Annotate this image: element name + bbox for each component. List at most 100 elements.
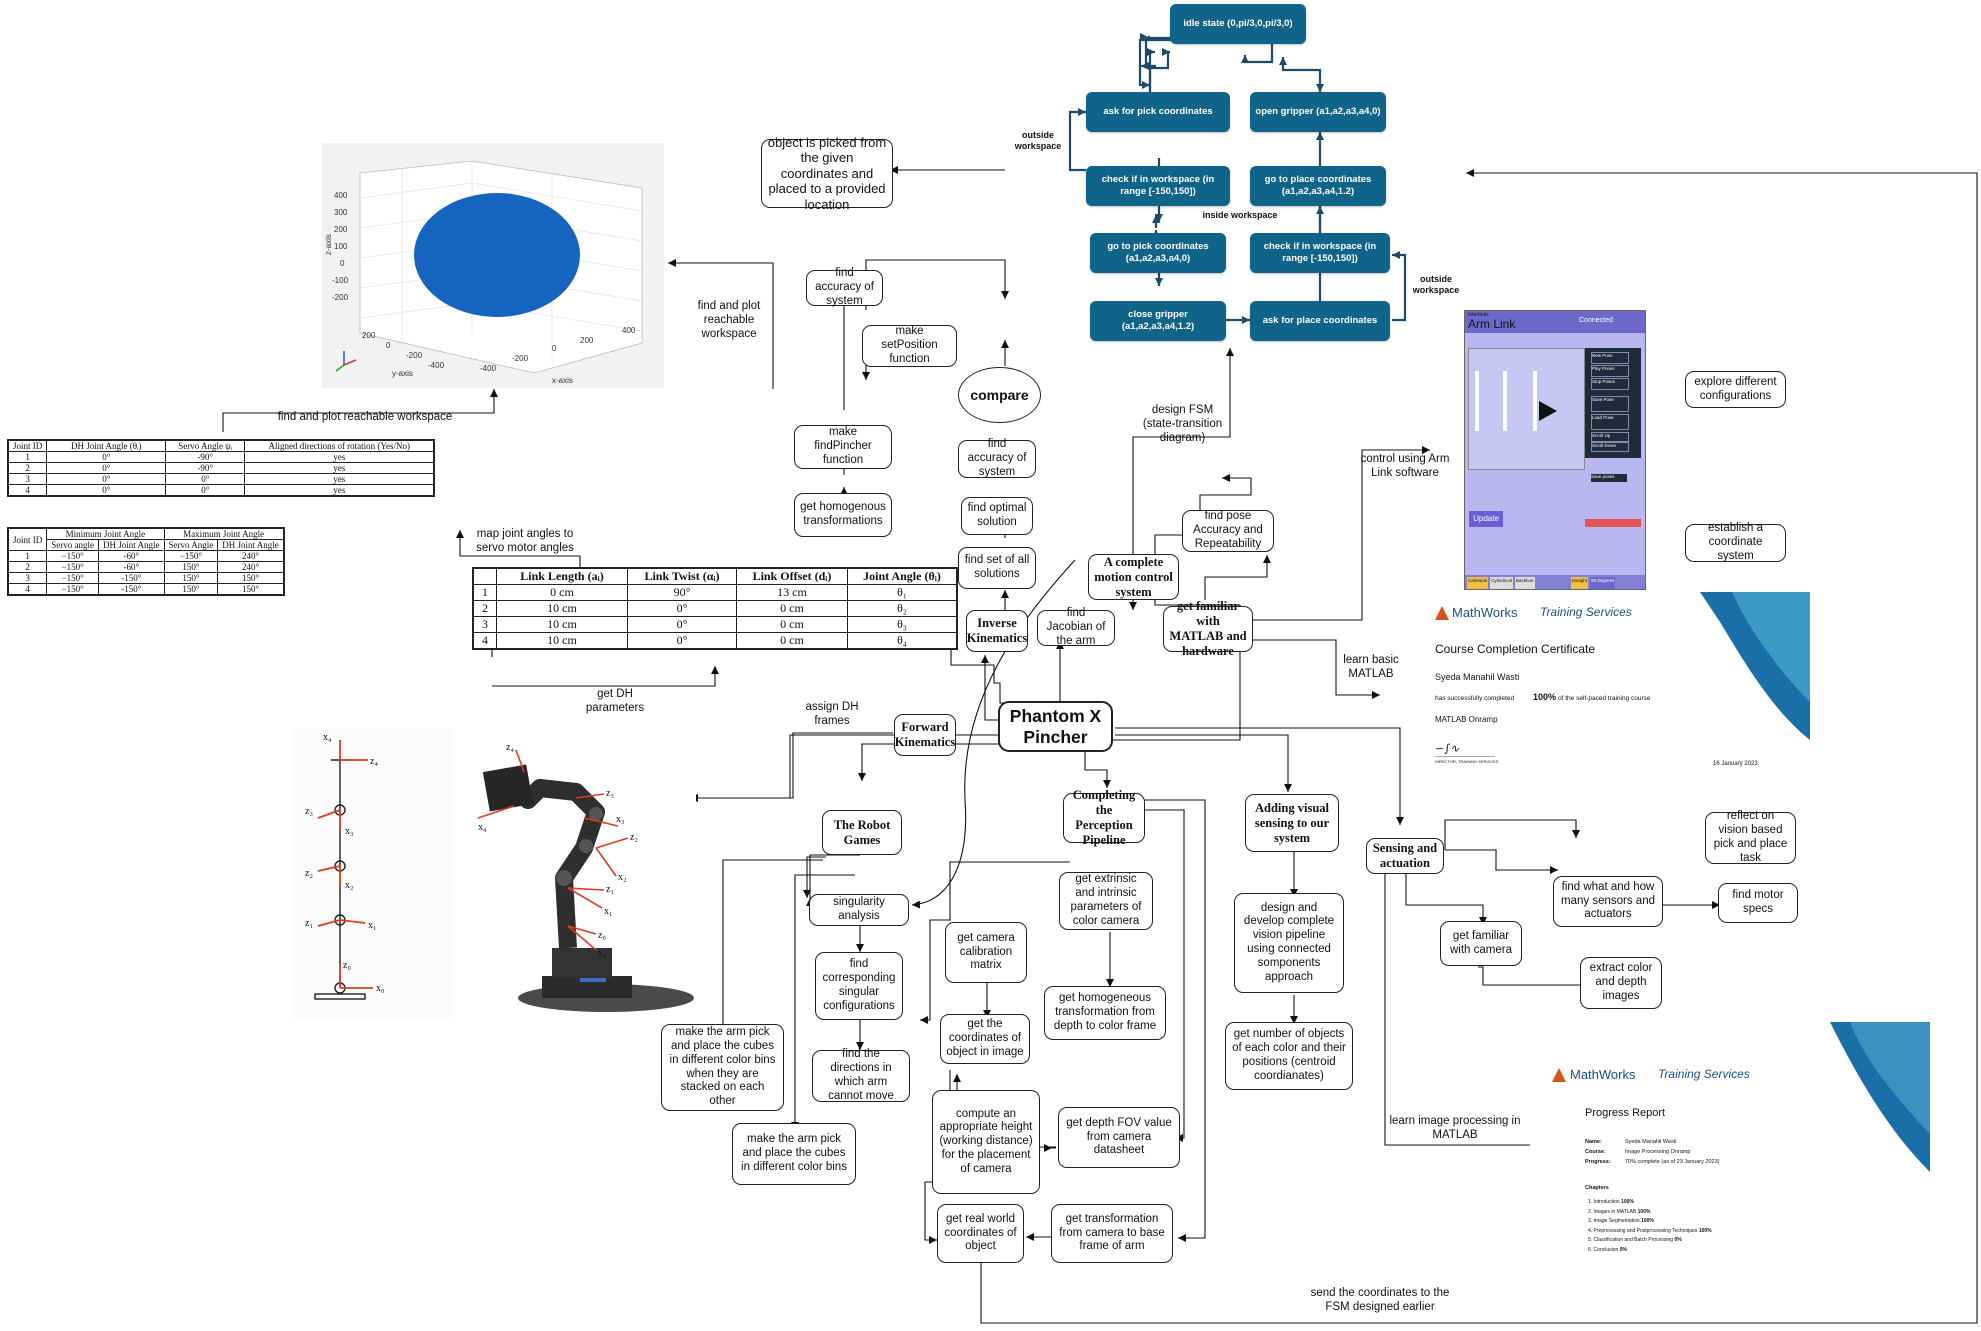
- node-find-accuracy-ik[interactable]: find accuracy of system: [958, 438, 1036, 478]
- y-tick: 200: [362, 331, 376, 340]
- cert-sub: Training Services: [1540, 605, 1632, 619]
- node-find-sensors[interactable]: find what and how many sensors and actua…: [1553, 876, 1663, 927]
- node-visual-sensing[interactable]: Adding visual sensing to our system: [1245, 794, 1339, 852]
- node-design-vision[interactable]: design and develop complete vision pipel…: [1234, 893, 1344, 993]
- armlink-button[interactable]: Play Poses: [1591, 365, 1629, 377]
- node-get-number-objects[interactable]: get number of objects of each color and …: [1225, 1022, 1353, 1090]
- node-forward-kinematics[interactable]: Forward Kinematics: [894, 714, 956, 756]
- node-perception[interactable]: Completing the Perception Pipeline: [1063, 788, 1145, 847]
- progress-report: MathWorks Training Services Progress Rep…: [1530, 1022, 1930, 1292]
- node-get-extrinsic[interactable]: get extrinsic and intrinsic parameters o…: [1059, 872, 1153, 930]
- node-get-homogenous[interactable]: get homogenous transformations: [794, 493, 892, 537]
- armlink-mode[interactable]: Straight: [1570, 577, 1589, 589]
- node-matlab-hardware[interactable]: get familiar with MATLAB and hardware: [1163, 599, 1253, 658]
- table-cell: -90°: [165, 462, 246, 474]
- node-singularity[interactable]: singularity analysis: [809, 894, 909, 926]
- node-make-pick[interactable]: make the arm pick and place the cubes in…: [732, 1123, 856, 1185]
- fsm-check-pick[interactable]: check if in workspace (in range [-150,15…: [1086, 166, 1230, 206]
- node-get-depth-fov[interactable]: get depth FOV value from camera datashee…: [1058, 1107, 1180, 1168]
- node-find-directions[interactable]: find the directions in which arm cannot …: [812, 1048, 910, 1102]
- fsm-idle-state[interactable]: idle state (0,pi/3,0,pi/3,0): [1170, 4, 1306, 44]
- armlink-button[interactable]: Scroll Up: [1591, 432, 1629, 442]
- armlink-button[interactable]: New Pose: [1591, 352, 1629, 364]
- y-tick: 0: [386, 341, 391, 350]
- fsm-label-outside-left: outside workspace: [1014, 130, 1062, 151]
- node-find-all-solutions[interactable]: find set of all solutions: [958, 547, 1036, 589]
- z-tick: 200: [334, 225, 348, 234]
- node-compute-height[interactable]: compute an appropriate height (working d…: [932, 1090, 1040, 1194]
- node-get-coords-image[interactable]: get the coordinates of object in image: [940, 1014, 1030, 1064]
- cert-course: MATLAB Onramp: [1435, 715, 1498, 724]
- armlink-update-button[interactable]: Update: [1469, 511, 1503, 527]
- list-item: 5. Classification and Batch Processing 0…: [1588, 1237, 1682, 1243]
- node-extract-color[interactable]: extract color and depth images: [1580, 957, 1662, 1009]
- node-get-real-world[interactable]: get real world coordinates of object: [937, 1204, 1024, 1263]
- armlink-mode[interactable]: 90 Degrees: [1590, 577, 1616, 589]
- fsm-check-place[interactable]: check if in workspace (in range [-150,15…: [1250, 233, 1390, 273]
- armlink-mode[interactable]: Backhoe: [1515, 577, 1535, 589]
- armlink-slider[interactable]: [1503, 371, 1507, 431]
- table-cell: 240°: [217, 561, 285, 573]
- node-object-picked[interactable]: object is picked from the given coordina…: [761, 135, 893, 212]
- armlink-button[interactable]: Load Pose: [1591, 414, 1629, 430]
- table-cell: −150°: [46, 583, 99, 596]
- armlink-mode[interactable]: Cylindrical: [1490, 577, 1514, 589]
- node-robot-games[interactable]: The Robot Games: [822, 810, 902, 855]
- armlink-button[interactable]: Scroll Down: [1591, 442, 1629, 452]
- armlink-slider[interactable]: [1533, 371, 1537, 431]
- node-get-transform[interactable]: get transformation from camera to base f…: [1051, 1204, 1173, 1263]
- armlink-slider[interactable]: [1475, 371, 1479, 431]
- node-make-findpincher[interactable]: make findPincher function: [794, 425, 892, 469]
- node-sensing-actuation[interactable]: Sensing and actuation: [1366, 838, 1444, 874]
- node-establish-coord[interactable]: establish a coordinate system: [1685, 522, 1786, 562]
- table-row: 4−150°-150°150°150°: [7, 583, 285, 596]
- node-find-jacobian[interactable]: find Jacobian of the arm: [1037, 607, 1115, 647]
- fsm-close-gripper[interactable]: close gripper (a1,a2,a3,a4,1.2): [1090, 301, 1226, 341]
- z-tick: 300: [334, 208, 348, 217]
- node-find-motor[interactable]: find motor specs: [1718, 883, 1798, 923]
- y-tick: -400: [428, 361, 445, 370]
- report-brand: MathWorks: [1570, 1067, 1636, 1082]
- node-reflect-vision[interactable]: reflect on vision based pick and place t…: [1705, 810, 1796, 864]
- table-cell: yes: [244, 462, 435, 474]
- report-progress: 70% complete (as of 23 January 2023): [1625, 1159, 1720, 1165]
- table-cell: 1: [7, 550, 48, 562]
- fsm-ask-place[interactable]: ask for place coordinates: [1250, 301, 1390, 341]
- table-cell: 2: [7, 462, 48, 474]
- node-explore-configs[interactable]: explore different configurations: [1685, 371, 1786, 408]
- node-motion-control[interactable]: A complete motion control system: [1088, 554, 1179, 600]
- table-cell: 150°: [163, 572, 219, 584]
- node-get-homog-depth[interactable]: get homogeneous transformation from dept…: [1044, 986, 1166, 1040]
- node-find-pose[interactable]: find pose Accuracy and Repeatability: [1182, 510, 1274, 552]
- fsm-ask-pick[interactable]: ask for pick coordinates: [1086, 92, 1230, 132]
- node-get-camera[interactable]: get familiar with camera: [1440, 921, 1522, 966]
- node-make-pick-stacked[interactable]: make the arm pick and place the cubes in…: [661, 1024, 784, 1111]
- fsm-goto-place[interactable]: go to place coordinates (a1,a2,a3,a4,1.2…: [1250, 166, 1386, 206]
- armlink-warning-bar: [1585, 519, 1641, 527]
- node-find-accuracy-fk[interactable]: find accuracy of system: [806, 267, 883, 307]
- central-node[interactable]: Phantom X Pincher: [998, 701, 1113, 752]
- frame-label: x₃: [616, 814, 625, 825]
- workspace-plot-canvas: 400 300 200 100 0 -100 -200 z-axis 200 0…: [322, 143, 664, 388]
- table-cell: -150°: [98, 583, 165, 596]
- armlink-button[interactable]: Save poses: [1591, 474, 1627, 482]
- node-compare[interactable]: compare: [958, 367, 1041, 423]
- node-get-camera-calibration[interactable]: get camera calibration matrix: [945, 922, 1027, 983]
- armlink-button[interactable]: Save Pose: [1591, 396, 1629, 412]
- report-course: Image Processing Onramp: [1625, 1149, 1691, 1155]
- node-inverse-kinematics[interactable]: Inverse Kinematics: [966, 610, 1028, 652]
- fsm-goto-pick[interactable]: go to pick coordinates (a1,a2,a3,a4,0): [1090, 233, 1226, 273]
- armlink-mode[interactable]: Cartesian: [1467, 577, 1489, 589]
- armlink-button[interactable]: Stop Poses: [1591, 378, 1629, 390]
- fsm-open-gripper[interactable]: open gripper (a1,a2,a3,a4,0): [1250, 92, 1386, 132]
- table-cell: 0 cm: [736, 632, 848, 650]
- table-cell: 90°: [627, 584, 737, 601]
- node-find-optimal[interactable]: find optimal solution: [961, 497, 1033, 535]
- node-make-setposition[interactable]: make setPosition function: [862, 325, 957, 367]
- frame-label: z₄: [370, 756, 378, 767]
- node-find-singular[interactable]: find corresponding singular configuratio…: [815, 952, 903, 1020]
- list-item: 6. Conclusion 0%: [1588, 1246, 1627, 1253]
